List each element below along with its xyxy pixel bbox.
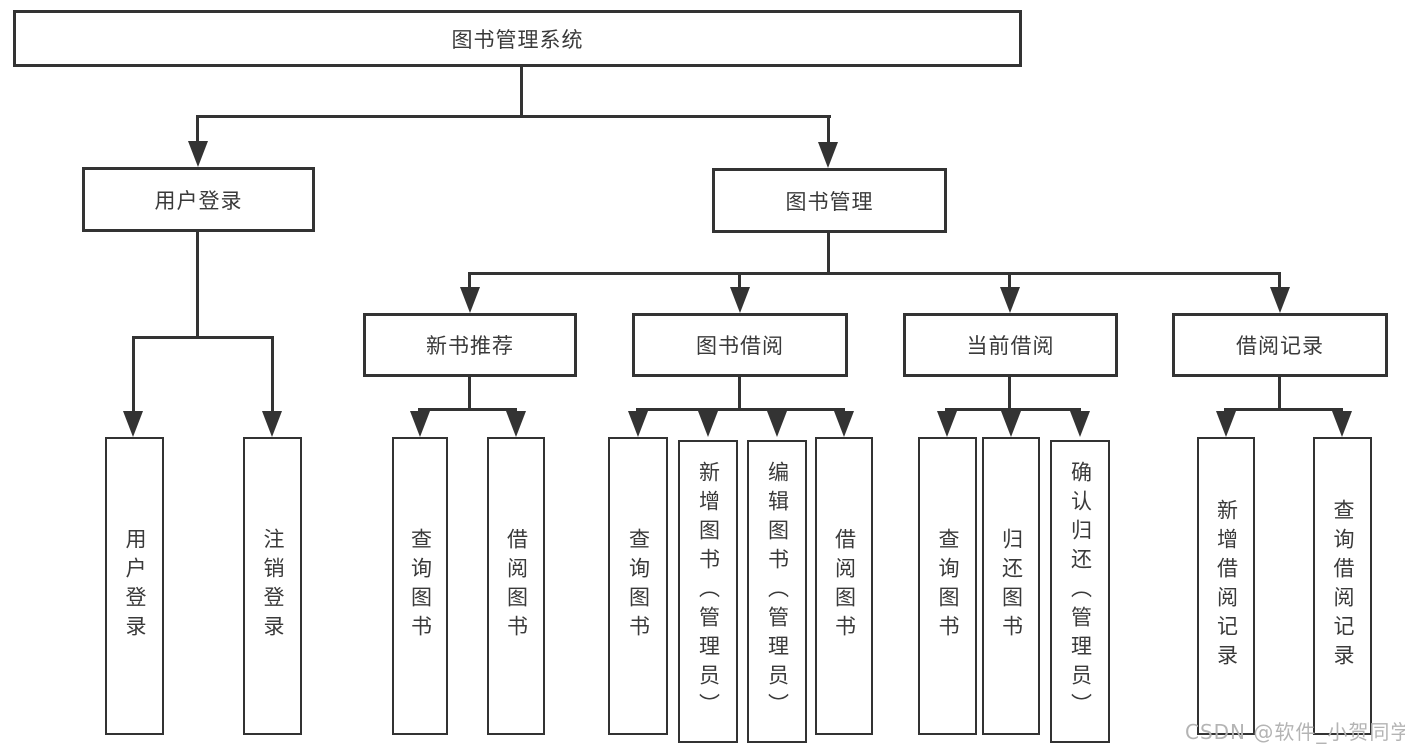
node-borrowing-records: 借阅记录 bbox=[1172, 313, 1388, 377]
connector-vline bbox=[1008, 272, 1011, 290]
arrowhead-down-icon bbox=[410, 411, 430, 437]
leaf-query-books-current: 查询图书 bbox=[918, 437, 977, 735]
arrowhead-down-icon bbox=[123, 411, 143, 437]
leaf-user-login: 用户登录 bbox=[105, 437, 164, 735]
arrowhead-down-icon bbox=[937, 411, 957, 437]
arrowhead-down-icon bbox=[698, 411, 718, 437]
node-user-login: 用户登录 bbox=[82, 167, 315, 232]
arrowhead-down-icon bbox=[460, 287, 480, 313]
arrowhead-down-icon bbox=[730, 287, 750, 313]
leaf-query-books-recommend: 查询图书 bbox=[392, 437, 448, 735]
leaf-add-book-admin: 新增图书（管理员） bbox=[678, 440, 738, 743]
connector-vline bbox=[738, 272, 741, 290]
connector-vline bbox=[468, 272, 471, 290]
node-book-management: 图书管理 bbox=[712, 168, 947, 233]
arrowhead-down-icon bbox=[628, 411, 648, 437]
connector-vline bbox=[468, 377, 471, 411]
node-current-borrowing: 当前借阅 bbox=[903, 313, 1118, 377]
connector-hline bbox=[946, 408, 1081, 411]
connector-hline bbox=[469, 272, 1281, 275]
arrowhead-down-icon bbox=[1270, 287, 1290, 313]
leaf-query-borrow-record: 查询借阅记录 bbox=[1313, 437, 1372, 735]
connector-vline bbox=[827, 233, 830, 275]
connector-vline bbox=[520, 67, 523, 118]
arrowhead-down-icon bbox=[1001, 411, 1021, 437]
connector-vline bbox=[1278, 272, 1281, 290]
arrowhead-down-icon bbox=[767, 411, 787, 437]
connector-vline bbox=[1008, 377, 1011, 411]
connector-vline bbox=[196, 115, 199, 145]
connector-vline bbox=[738, 377, 741, 411]
leaf-borrow-books-recommend: 借阅图书 bbox=[487, 437, 545, 735]
arrowhead-down-icon bbox=[506, 411, 526, 437]
arrowhead-down-icon bbox=[188, 141, 208, 167]
connector-hline bbox=[1225, 408, 1343, 411]
arrowhead-down-icon bbox=[1000, 287, 1020, 313]
leaf-confirm-return-admin: 确认归还（管理员） bbox=[1050, 440, 1110, 743]
arrowhead-down-icon bbox=[834, 411, 854, 437]
leaf-logout: 注销登录 bbox=[243, 437, 302, 735]
leaf-query-books-borrowing: 查询图书 bbox=[608, 437, 668, 735]
connector-hline bbox=[419, 408, 517, 411]
root-node-library-management-system: 图书管理系统 bbox=[13, 10, 1022, 67]
connector-vline bbox=[827, 115, 830, 146]
node-new-book-recommendation: 新书推荐 bbox=[363, 313, 577, 377]
arrowhead-down-icon bbox=[262, 411, 282, 437]
connector-hline bbox=[132, 336, 274, 339]
connector-vline bbox=[132, 336, 135, 415]
arrowhead-down-icon bbox=[1070, 411, 1090, 437]
connector-hline bbox=[637, 408, 845, 411]
leaf-edit-book-admin: 编辑图书（管理员） bbox=[747, 440, 807, 743]
node-book-borrowing: 图书借阅 bbox=[632, 313, 848, 377]
arrowhead-down-icon bbox=[1216, 411, 1236, 437]
connector-vline bbox=[271, 336, 274, 415]
leaf-add-borrow-record: 新增借阅记录 bbox=[1197, 437, 1255, 735]
connector-hline bbox=[197, 115, 831, 118]
connector-vline bbox=[1278, 377, 1281, 411]
arrowhead-down-icon bbox=[818, 142, 838, 168]
connector-vline bbox=[196, 232, 199, 339]
leaf-borrow-books-borrowing: 借阅图书 bbox=[815, 437, 873, 735]
watermark: CSDN @软件_小贺同学 bbox=[1185, 720, 1405, 744]
leaf-return-book: 归还图书 bbox=[982, 437, 1040, 735]
arrowhead-down-icon bbox=[1332, 411, 1352, 437]
